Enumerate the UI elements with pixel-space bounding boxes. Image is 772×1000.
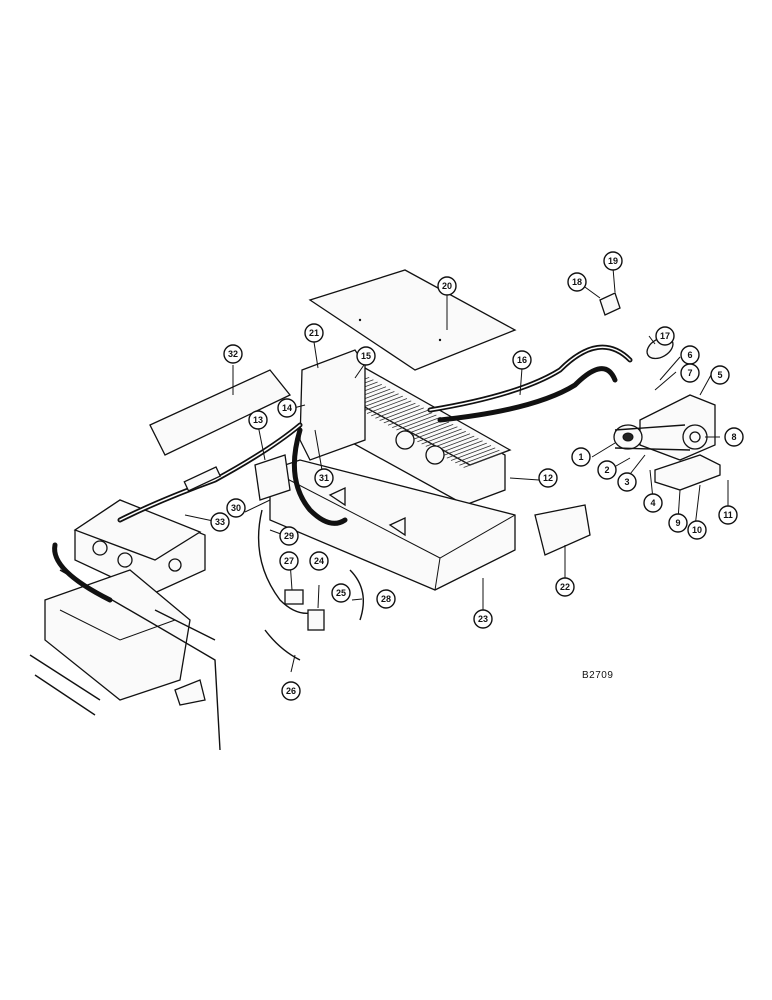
callout-label: 23 — [478, 614, 488, 624]
callout-30: 30 — [226, 498, 246, 518]
compressor — [613, 394, 716, 461]
side-panel-22 — [534, 504, 591, 556]
callout-19: 19 — [603, 251, 623, 271]
lower-frame — [29, 569, 221, 751]
callout-label: 31 — [319, 473, 329, 483]
callout-3: 3 — [617, 472, 637, 492]
callout-25: 25 — [331, 583, 351, 603]
callout-28: 28 — [376, 589, 396, 609]
callout-label: 17 — [660, 331, 670, 341]
callout-2: 2 — [597, 460, 617, 480]
callout-label: 32 — [228, 349, 238, 359]
callout-1: 1 — [571, 447, 591, 467]
callout-label: 27 — [284, 556, 294, 566]
callout-label: 8 — [731, 432, 736, 442]
top-cover-panel — [308, 269, 517, 371]
callout-label: 25 — [336, 588, 346, 598]
leader-lines — [184, 267, 729, 673]
drawing-code: B2709 — [582, 670, 613, 681]
callout-15: 15 — [356, 346, 376, 366]
mounting-bracket — [254, 454, 291, 501]
callout-label: 20 — [442, 281, 452, 291]
callout-10: 10 — [687, 520, 707, 540]
callout-label: 16 — [517, 355, 527, 365]
side-bracket — [299, 349, 366, 461]
callout-label: 14 — [282, 403, 292, 413]
callout-label: 15 — [361, 351, 371, 361]
callout-label: 2 — [604, 465, 609, 475]
callout-13: 13 — [248, 410, 268, 430]
callout-22: 22 — [555, 577, 575, 597]
callout-32: 32 — [223, 344, 243, 364]
callout-label: 6 — [687, 350, 692, 360]
callout-label: 29 — [284, 531, 294, 541]
callout-26: 26 — [281, 681, 301, 701]
callout-6: 6 — [680, 345, 700, 365]
callout-24: 24 — [309, 551, 329, 571]
callout-18: 18 — [567, 272, 587, 292]
callout-11: 11 — [718, 505, 738, 525]
callout-label: 19 — [608, 256, 618, 266]
evaporator-unit — [73, 499, 206, 596]
refrigerant-lines — [52, 422, 348, 603]
callout-23: 23 — [473, 609, 493, 629]
callout-label: 11 — [723, 510, 733, 520]
callout-label: 26 — [286, 686, 296, 696]
callout-27: 27 — [279, 551, 299, 571]
base-tray — [269, 459, 516, 591]
callout-31: 31 — [314, 468, 334, 488]
callout-label: 30 — [231, 503, 241, 513]
callout-20: 20 — [437, 276, 457, 296]
callout-label: 12 — [543, 473, 553, 483]
callout-9: 9 — [668, 513, 688, 533]
callout-label: 18 — [572, 277, 582, 287]
compressor-hose — [427, 344, 633, 423]
callout-label: 33 — [215, 517, 225, 527]
callout-label: 22 — [560, 582, 570, 592]
condenser-assembly — [319, 367, 512, 506]
compressor-mount — [654, 454, 721, 491]
callout-29: 29 — [279, 526, 299, 546]
callout-5: 5 — [710, 365, 730, 385]
callout-14: 14 — [277, 398, 297, 418]
callout-label: 1 — [578, 452, 583, 462]
callout-8: 8 — [724, 427, 744, 447]
callout-label: 28 — [381, 594, 391, 604]
small-bracket-19 — [599, 292, 621, 316]
callout-16: 16 — [512, 350, 532, 370]
callout-21: 21 — [304, 323, 324, 343]
callout-label: 5 — [717, 370, 722, 380]
callout-33: 33 — [210, 512, 230, 532]
callout-17: 17 — [655, 326, 675, 346]
callout-label: 10 — [692, 525, 702, 535]
callout-label: 13 — [253, 415, 263, 425]
callout-label: 9 — [675, 518, 680, 528]
callout-label: 3 — [624, 477, 629, 487]
callout-7: 7 — [680, 363, 700, 383]
panel-cover-left — [149, 369, 292, 456]
callout-12: 12 — [538, 468, 558, 488]
callout-4: 4 — [643, 493, 663, 513]
callout-label: 24 — [314, 556, 324, 566]
callout-label: 7 — [687, 368, 692, 378]
switch-harness — [257, 509, 364, 661]
callout-label: 4 — [650, 498, 655, 508]
callout-label: 21 — [309, 328, 319, 338]
